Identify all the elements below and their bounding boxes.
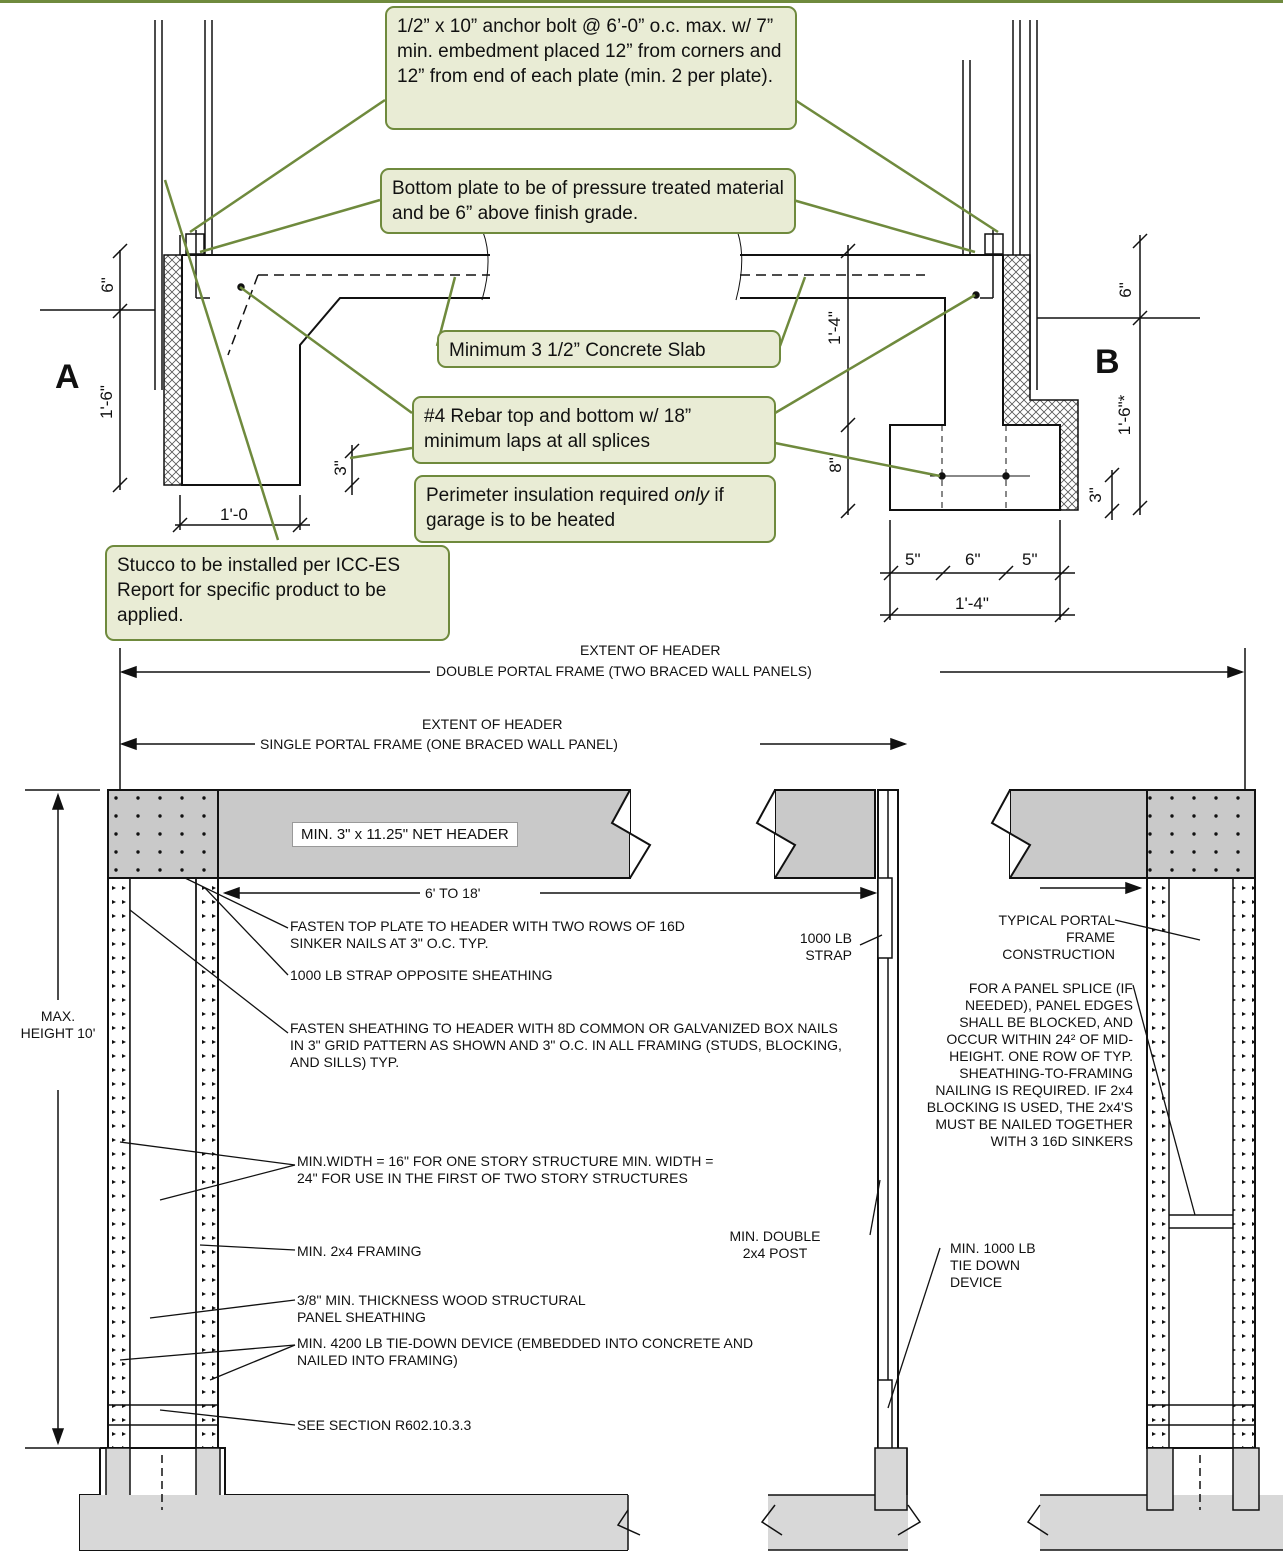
extent-double-line1: EXTENT OF HEADER <box>580 642 721 658</box>
dim-a-1ft0: 1'-0 <box>220 505 248 524</box>
note-tiedown: MIN. 4200 LB TIE-DOWN DEVICE (EMBEDDED I… <box>297 1335 754 1368</box>
note-fasten-top-plate: FASTEN TOP PLATE TO HEADER WITH TWO ROWS… <box>290 918 685 951</box>
dim-b-1ft4: 1'-4" <box>824 311 844 345</box>
note-sheathing: 3/8" MIN. THICKNESS WOOD STRUCTURAL PANE… <box>297 1292 586 1325</box>
note-strap-opposite: 1000 LB STRAP OPPOSITE SHEATHING <box>290 967 553 983</box>
span-label: 6' TO 18' <box>425 885 481 901</box>
dim-b-w1: 5" <box>905 550 921 569</box>
note-typical-portal: TYPICAL PORTAL FRAME CONSTRUCTION <box>998 912 1115 962</box>
callout-stucco: Stucco to be installed per ICC-ES Report… <box>105 545 450 641</box>
dim-a-1ft6: 1'-6" <box>96 385 116 419</box>
header-label: MIN. 3" x 11.25" NET HEADER <box>292 822 518 847</box>
section-label-a: A <box>55 358 80 396</box>
note-min-framing: MIN. 2x4 FRAMING <box>297 1243 422 1259</box>
section-b-drawing <box>734 20 1200 623</box>
note-1000lb-strap: 1000 LB STRAP <box>799 930 852 963</box>
dim-b-3in: 3" <box>1085 487 1105 503</box>
callout-anchor-bolt: 1/2” x 10” anchor bolt @ 6’-0” o.c. max.… <box>385 6 797 130</box>
extent-single-line2: SINGLE PORTAL FRAME (ONE BRACED WALL PAN… <box>260 736 618 752</box>
note-fasten-sheathing: FASTEN SHEATHING TO HEADER WITH 8D COMMO… <box>290 1020 842 1070</box>
note-panel-splice: FOR A PANEL SPLICE (IF NEEDED), PANEL ED… <box>926 980 1133 1149</box>
insulation-text-b: if garage is to be heated <box>426 485 724 531</box>
dim-b-1ft6: 1'-6"* <box>1115 394 1135 436</box>
portal-leader-lines <box>119 877 1201 1426</box>
dim-a-3in: 3" <box>330 460 350 476</box>
insulation-text-em: only <box>674 485 710 506</box>
dim-b-8in: 8" <box>825 457 845 473</box>
leader-lines <box>163 98 999 541</box>
insulation-text-a: Perimeter insulation required <box>426 485 675 506</box>
note-double-post: MIN. DOUBLE 2x4 POST <box>729 1228 821 1261</box>
note-min-width: MIN.WIDTH = 16" FOR ONE STORY STRUCTURE … <box>297 1153 714 1186</box>
dim-b-w3: 5" <box>1022 550 1038 569</box>
callout-bottom-plate: Bottom plate to be of pressure treated m… <box>380 168 796 234</box>
callout-concrete-slab: Minimum 3 1/2” Concrete Slab <box>437 330 781 368</box>
section-label-b: B <box>1095 343 1120 381</box>
top-rule <box>0 0 1283 3</box>
extent-single-line1: EXTENT OF HEADER <box>422 716 563 732</box>
note-see-section: SEE SECTION R602.10.3.3 <box>297 1417 472 1433</box>
dim-b-6in: 6" <box>1115 282 1135 298</box>
dim-b-w4: 1'-4" <box>955 594 989 613</box>
dim-a-6in: 6" <box>97 277 117 293</box>
callout-perimeter-insulation: Perimeter insulation required only if ga… <box>414 475 776 543</box>
note-tiedown-1000: MIN. 1000 LB TIE DOWN DEVICE <box>950 1240 1036 1290</box>
dim-b-w2: 6" <box>965 550 981 569</box>
extent-double-line2: DOUBLE PORTAL FRAME (TWO BRACED WALL PAN… <box>436 663 812 679</box>
callout-rebar: #4 Rebar top and bottom w/ 18” minimum l… <box>412 396 776 464</box>
max-height-label: MAX. HEIGHT 10' <box>20 1008 96 1041</box>
